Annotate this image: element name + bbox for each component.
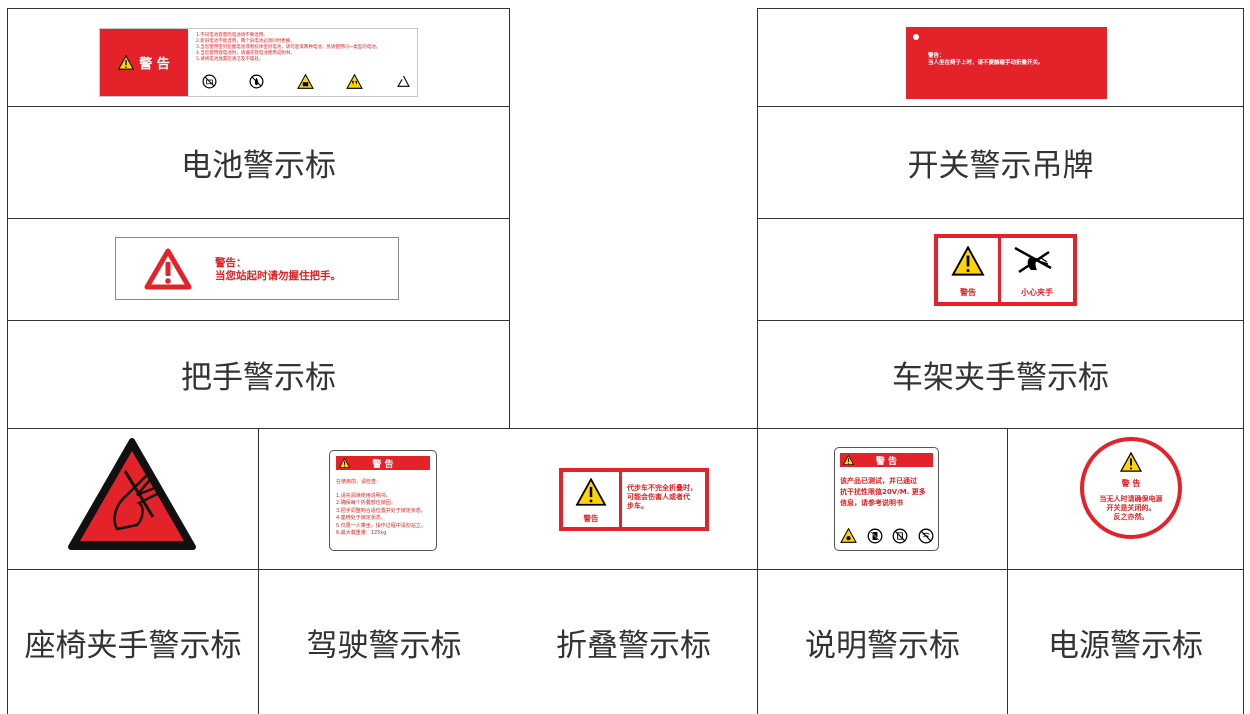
switch-tag-title: 警告： [928,53,945,59]
warning-triangle-icon [1120,452,1142,472]
driving-intro: 在使用前，请检查： [336,479,382,485]
folding-text-3: 步车。 [627,502,648,510]
instruction-label-header: 警 告 [840,453,933,467]
driving-item-3: 3.把手调整到合适位置并处于锁定状态。 [336,507,426,514]
battery-label-title: 警 告 [139,57,170,72]
driving-item-4: 4.座椅处于锁定状态。 [336,515,386,521]
grid-line [757,8,1243,9]
driving-item-1: 1.请先阅读使用说明书。 [336,492,391,499]
caption-switch-tag: 开关警示吊牌 [907,148,1094,184]
driving-item-6: 6.最大载重量：125kg [336,530,387,536]
corrosive-hazard-icon [345,73,363,89]
battery-hazard-icon [296,73,314,89]
caption-instruction: 说明警示标 [805,627,960,664]
instruction-label-title: 警 告 [875,456,898,467]
driving-label-title: 警 告 [372,459,394,470]
no-fire-icon [249,74,264,88]
warning-triangle-icon [843,455,854,465]
grid-line [7,569,1243,570]
warning-triangle-icon [575,478,607,506]
handle-warning-title: 警告： [215,257,247,269]
instruction-text-1: 该产品已测试，并已通过 [840,477,917,485]
grid-line [7,320,509,321]
no-radio-icon [892,528,908,544]
grid-line [509,8,510,428]
power-text-3: 反之亦然。 [1113,513,1149,521]
caption-battery: 电池警示标 [181,148,336,184]
handle-warning-text: 当您站起时请勿握住把手。 [215,270,341,282]
handle-warning-label: 警告： 当您站起时请勿握住把手。 [115,237,399,300]
warning-triangle-icon [144,248,192,290]
frame-right-label: 小心夹手 [1021,288,1053,297]
instruction-warning-label: 警 告 该产品已测试，并已通过 抗干扰性限值20V/M. 更多 信息，请参考说明… [834,447,939,551]
grid-line [1243,8,1244,714]
recycle-icon [397,75,410,87]
folding-text-1: 代步车不完全折叠时， [627,484,697,492]
instruction-text-2: 抗干扰性限值20V/M. 更多 [840,488,926,496]
driving-item-5: 5.仅限一人乘坐，操作过程中请勿站立。 [336,522,426,529]
instruction-text-3: 信息，请参考说明书 [840,499,903,507]
grid-line [757,320,1243,321]
grid-line [757,428,758,714]
warning-triangle-icon [118,55,135,70]
battery-warning-label: 警 告 1.不同电池容量的电池请不要混用。 2.新旧电池不能混用，两个旧电池必须… [99,28,418,97]
no-mixing-icon [202,74,217,88]
grid-line [757,218,1243,219]
folding-warning-label: 警告 代步车不完全折叠时， 可能会伤害人或者代 步车。 [559,468,709,531]
switch-tag-text: 当人坐在椅子上时，请不要触碰手动折叠开关。 [928,60,1044,66]
caption-handle: 把手警示标 [181,360,336,396]
grid-line [7,8,8,714]
grid-line [7,218,509,219]
warning-triangle-icon [339,458,350,468]
no-phone-icon [867,528,883,544]
battery-rule-5: 5.请将电池放置在清洁及干燥处。 [196,57,264,62]
warning-triangle-icon [951,246,985,276]
grid-line [7,428,1243,429]
tag-hole [913,34,919,40]
switch-warning-tag: 警告： 当人坐在椅子上时，请不要触碰手动折叠开关。 [906,27,1107,99]
power-label-title: 警 告 [1121,479,1141,488]
battery-rule-2: 2.新旧电池不能混用，两个旧电池必须同时更换。 [196,39,295,44]
pinch-hand-icon [1014,246,1052,274]
battery-rule-3: 3.当您使用密封铅酸电池或者胶体密封电池，请勿混淆两种电池，另请使用同一类型的电… [196,45,381,50]
caption-driving: 驾驶警示标 [306,627,462,664]
grid-line [757,106,1243,107]
caption-seat: 座椅夹手警示标 [24,627,242,664]
seat-pinch-warning-icon [68,438,196,550]
no-interference-icon [918,528,934,544]
folding-text-2: 可能会伤害人或者代 [627,493,690,501]
frame-pinch-label: 警告 小心夹手 [934,234,1077,306]
driving-item-2: 2.确保每个折叠部位锁固。 [336,500,396,506]
driving-label-header: 警 告 [336,456,430,470]
grid-line [7,8,509,9]
radiation-warning-icon [840,528,857,543]
caption-power: 电源警示标 [1048,627,1203,664]
grid-line [1007,428,1008,714]
frame-left-label: 警告 [960,288,976,297]
battery-label-header: 警 告 [100,29,188,96]
caption-frame: 车架夹手警示标 [892,360,1109,396]
caption-folding: 折叠警示标 [556,627,711,664]
power-warning-label: 警 告 当无人时请确保电源 开关是关闭的。 反之亦然。 [1080,437,1182,539]
grid-line [7,106,509,107]
power-text-2: 开关是关闭的。 [1106,504,1156,512]
folding-left-label: 警告 [583,514,599,523]
driving-warning-label: 警 告 在使用前，请检查： 1.请先阅读使用说明书。 2.确保每个折叠部位锁固。… [329,450,437,551]
grid-line [258,428,259,714]
power-text-1: 当无人时请确保电源 [1099,495,1163,503]
battery-rule-1: 1.不同电池容量的电池请不要混用。 [196,33,268,38]
battery-rule-4: 4.当您使用锂电池时，请遵守锂电池使用说明书。 [196,51,295,56]
